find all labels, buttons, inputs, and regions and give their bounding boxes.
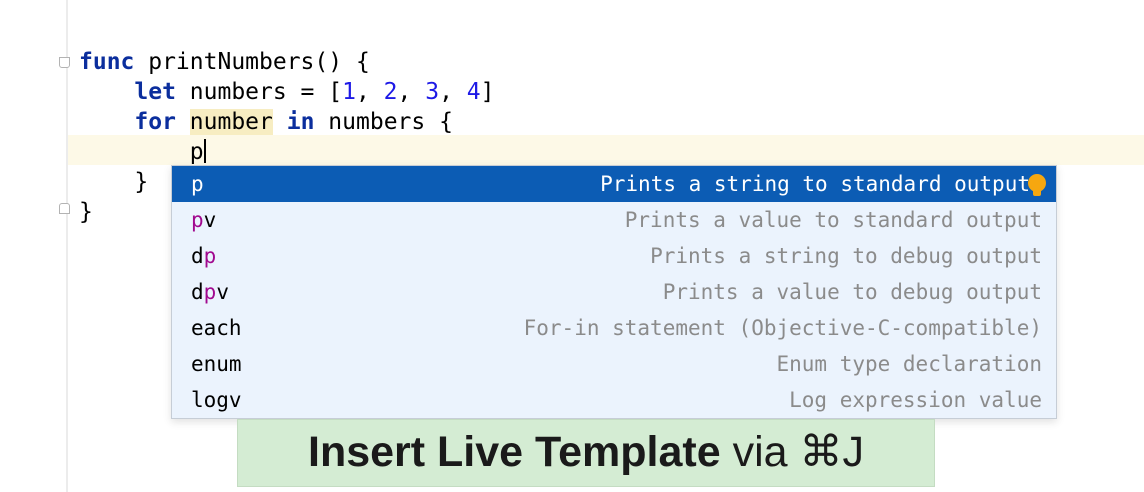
editor-gutter (0, 0, 68, 492)
completion-item-name: enum (191, 352, 242, 376)
inner-brace: } (134, 169, 149, 195)
completion-item-description: Prints a value to standard output (624, 208, 1042, 232)
completion-item-name: p (191, 166, 204, 202)
completion-item[interactable]: dp Prints a string to debug output (172, 238, 1056, 274)
match-highlight: p (191, 208, 204, 232)
completion-item[interactable]: p Prints a string to standard output (172, 166, 1056, 202)
separator: , (439, 79, 467, 105)
code-line-inner-close: } (79, 167, 495, 197)
completion-item-description: Prints a string to debug output (650, 244, 1042, 268)
text-caret (203, 139, 206, 163)
let-text: numbers = [ (175, 79, 343, 105)
fold-end-icon[interactable] (59, 203, 70, 214)
array-close: ] (480, 79, 495, 105)
current-line-highlight (68, 135, 1144, 165)
keyword-for: for (134, 109, 176, 135)
completion-item-description: Prints a value to debug output (662, 280, 1042, 304)
loop-variable: number (189, 109, 273, 135)
for-rest: numbers { (314, 109, 453, 135)
number-literal: 4 (466, 79, 481, 105)
outer-brace: } (79, 199, 93, 225)
completion-item[interactable]: logv Log expression value (172, 382, 1056, 418)
match-highlight: p (191, 172, 204, 196)
completion-item-name: dp (191, 244, 217, 268)
match-highlight: p (203, 280, 217, 304)
number-literal: 2 (383, 79, 398, 105)
code-line-func: func printNumbers() { (79, 47, 495, 77)
completion-item-name: dpv (191, 280, 229, 304)
completion-item-name: each (191, 316, 242, 340)
code-line-current: p (79, 137, 495, 167)
number-literal: 3 (425, 79, 440, 105)
completion-item-description: For-in statement (Objective-C-compatible… (523, 316, 1042, 340)
code-editor[interactable]: func printNumbers() { let numbers = [1, … (79, 47, 495, 227)
separator: , (355, 79, 384, 105)
code-line-for: for number in numbers { (79, 107, 495, 137)
completion-item[interactable]: each For-in statement (Objective-C-compa… (172, 310, 1056, 346)
lightbulb-icon[interactable] (1028, 174, 1046, 196)
func-signature: printNumbers() { (134, 49, 370, 75)
keyword-let: let (134, 79, 176, 105)
shortcut-hint-banner: Insert Live Template via ⌘J (237, 419, 935, 487)
completion-item-name: pv (191, 208, 217, 232)
keyword-func: func (79, 49, 135, 75)
completion-popup[interactable]: p Prints a string to standard output pv … (171, 165, 1057, 419)
completion-item[interactable]: pv Prints a value to standard output (172, 202, 1056, 238)
completion-item[interactable]: enum Enum type declaration (172, 346, 1056, 382)
completion-item-description: Log expression value (789, 388, 1042, 412)
number-literal: 1 (342, 79, 356, 105)
fold-collapse-icon[interactable] (59, 57, 70, 68)
completion-item-description: Prints a string to standard output (600, 172, 1030, 196)
completion-item-name: logv (191, 388, 242, 412)
typed-text: p (189, 139, 204, 165)
banner-title: Insert Live Template (308, 428, 721, 476)
code-line-outer-close: } (79, 197, 495, 227)
banner-shortcut: via ⌘J (720, 428, 864, 476)
separator: , (397, 79, 426, 105)
completion-item-description: Enum type declaration (776, 352, 1042, 376)
completion-item[interactable]: dpv Prints a value to debug output (172, 274, 1056, 310)
code-line-let: let numbers = [1, 2, 3, 4] (79, 77, 495, 107)
match-highlight: p (203, 244, 217, 268)
keyword-in: in (286, 109, 315, 135)
